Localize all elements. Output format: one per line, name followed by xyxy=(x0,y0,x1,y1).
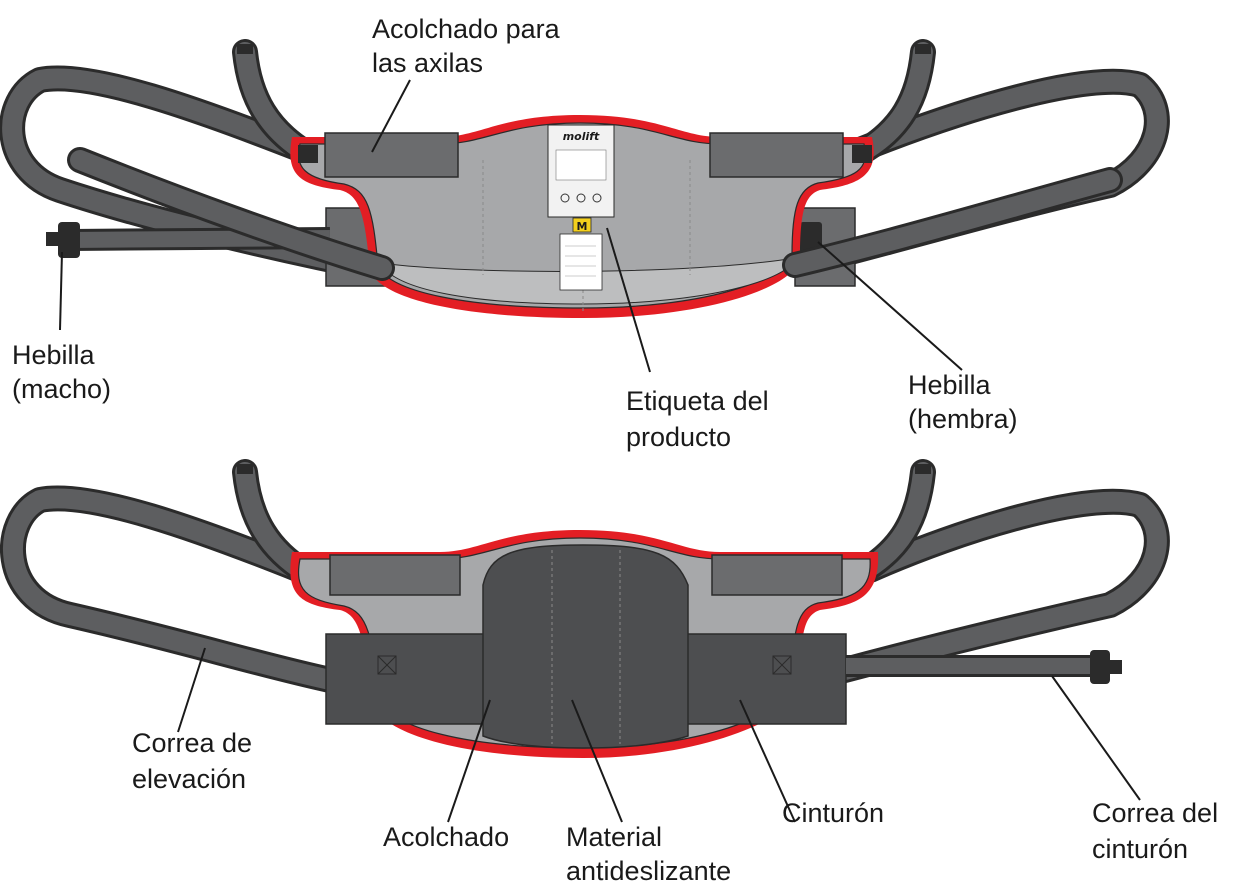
label-lifting-strap: Correa de elevación xyxy=(132,728,260,794)
tag-brand: molift xyxy=(563,130,600,143)
label-antislip: Material antideslizante xyxy=(566,822,731,885)
label-belt-strap: Correa del cinturón xyxy=(1092,798,1226,864)
sling-front-view: molift M xyxy=(0,39,1170,318)
armpit-pad-left xyxy=(324,132,459,178)
armpit-pad-right xyxy=(709,132,844,178)
padding-panel xyxy=(482,544,689,749)
label-belt: Cinturón xyxy=(782,798,884,828)
product-tag: molift M xyxy=(547,124,615,291)
label-buckle-male: Hebilla (macho) xyxy=(12,340,111,404)
buckle-male xyxy=(46,222,80,258)
tag-size: M xyxy=(577,220,588,233)
label-padding: Acolchado xyxy=(383,822,509,852)
label-buckle-female: Hebilla (hembra) xyxy=(908,370,1018,434)
label-armpit-padding: Acolchado para las axilas xyxy=(372,14,567,78)
sling-back-view xyxy=(0,459,1170,758)
buckle-back xyxy=(1090,650,1122,684)
label-product-tag: Etiqueta del producto xyxy=(626,386,776,452)
